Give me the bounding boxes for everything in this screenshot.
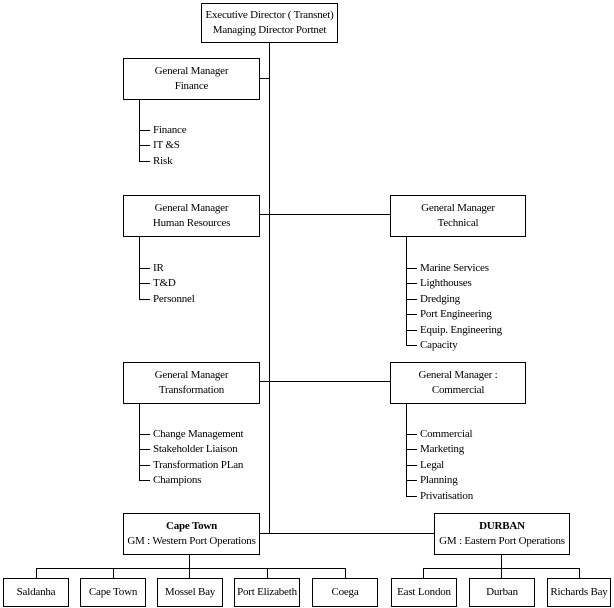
- list-item: Marine Services: [406, 261, 502, 276]
- operations-connector: [259, 533, 434, 534]
- executive-director-box: Executive Director ( Transnet) Managing …: [201, 3, 338, 43]
- port-box: Durban: [469, 578, 535, 607]
- western-role: GM : Western Port Operations: [127, 535, 256, 547]
- gm-hr-dept: Human Resources: [152, 217, 231, 229]
- gm-eastern-operations-box: DURBAN GM : Eastern Port Operations: [434, 513, 570, 555]
- port-label: East London: [397, 586, 451, 598]
- list-item: Champions: [138, 473, 243, 488]
- gm-hr-title: General Manager: [154, 202, 229, 214]
- list-item: IR: [139, 261, 195, 276]
- western-port-tick: [36, 568, 37, 578]
- eastern-port-tick: [579, 568, 580, 578]
- list-item: Lighthouses: [406, 276, 502, 291]
- transformation-commercial-connector: [259, 381, 390, 382]
- list-item: Legal: [405, 458, 473, 473]
- gm-transformation-box: General Manager Transformation: [123, 362, 260, 404]
- eastern-port-tick: [501, 568, 502, 578]
- technical-list-line: [406, 236, 407, 346]
- gm-technical-dept: Technical: [437, 217, 479, 229]
- list-item: Change Management: [138, 427, 244, 442]
- port-box: Coega: [312, 578, 378, 607]
- gm-transformation-title: General Manager: [154, 369, 229, 381]
- port-box: Richards Bay: [547, 578, 611, 607]
- list-item: Marketing: [405, 442, 473, 457]
- list-item: Dredging: [406, 292, 502, 307]
- list-item: Finance: [138, 123, 187, 138]
- list-item: Privatisation: [405, 489, 473, 504]
- list-item: Stakeholder Liaison: [138, 442, 243, 457]
- port-label: Mossel Bay: [164, 586, 216, 598]
- list-item: Capacity: [406, 338, 502, 353]
- list-item: Risk: [138, 154, 186, 169]
- gm-technical-box: General Manager Technical: [390, 195, 526, 237]
- list-item: T&D: [139, 276, 195, 291]
- western-ports-drop: [189, 554, 190, 568]
- gm-technical-title: General Manager: [421, 202, 495, 214]
- finance-functions-list: Finance IT &S Risk: [138, 123, 187, 169]
- executive-subtitle: Managing Director Portnet: [212, 24, 327, 36]
- port-box: Saldanha: [3, 578, 69, 607]
- western-city: Cape Town: [165, 520, 218, 532]
- transformation-list-line: [139, 403, 140, 481]
- gm-transformation-dept: Transformation: [158, 384, 225, 396]
- gm-finance-box: General Manager Finance: [123, 58, 260, 100]
- eastern-city: DURBAN: [479, 520, 525, 532]
- list-item: IT &S: [138, 138, 186, 153]
- port-box: Mossel Bay: [157, 578, 223, 607]
- gm-western-operations-box: Cape Town GM : Western Port Operations: [123, 513, 260, 555]
- technical-functions-list: Marine Services Lighthouses Dredging Por…: [406, 261, 502, 353]
- port-label: Coega: [331, 586, 359, 598]
- commercial-functions-list: Commercial Marketing Legal Planning Priv…: [405, 427, 473, 504]
- finance-connector: [259, 78, 270, 79]
- executive-title: Executive Director ( Transnet): [205, 9, 334, 21]
- list-item: Port Engineering: [406, 307, 502, 322]
- port-label: Cape Town: [88, 586, 138, 598]
- hr-functions-list: IR T&D Personnel: [139, 261, 195, 307]
- hr-technical-connector: [259, 214, 390, 215]
- list-item: Commercial: [405, 427, 473, 442]
- western-ports-bus: [36, 568, 346, 569]
- port-label: Durban: [486, 586, 518, 598]
- western-port-tick: [189, 568, 190, 578]
- commercial-list-line: [406, 403, 407, 496]
- eastern-ports-drop: [501, 554, 502, 568]
- list-item: Personnel: [139, 292, 195, 307]
- port-box: Port Elizabeth: [234, 578, 300, 607]
- eastern-role: GM : Eastern Port Operations: [439, 535, 565, 547]
- main-trunk-line: [269, 43, 270, 534]
- port-label: Saldanha: [16, 586, 56, 598]
- gm-finance-title: General Manager: [154, 65, 229, 77]
- gm-hr-box: General Manager Human Resources: [123, 195, 260, 237]
- gm-commercial-dept: Commercial: [431, 384, 485, 396]
- western-port-tick: [113, 568, 114, 578]
- port-box: Cape Town: [80, 578, 146, 607]
- western-port-tick: [267, 568, 268, 578]
- list-item: Equip. Engineering: [406, 323, 502, 338]
- list-item: Planning: [405, 473, 473, 488]
- hr-list-line: [139, 236, 140, 299]
- gm-commercial-box: General Manager : Commercial: [390, 362, 526, 404]
- port-label: Port Elizabeth: [237, 586, 297, 598]
- transformation-functions-list: Change Management Stakeholder Liaison Tr…: [138, 427, 244, 489]
- port-label: Richards Bay: [550, 586, 608, 598]
- western-port-tick: [345, 568, 346, 578]
- eastern-port-tick: [423, 568, 424, 578]
- gm-finance-dept: Finance: [174, 80, 209, 92]
- port-box: East London: [391, 578, 457, 607]
- gm-commercial-title: General Manager :: [418, 369, 498, 381]
- list-item: Transformation PLan: [138, 458, 243, 473]
